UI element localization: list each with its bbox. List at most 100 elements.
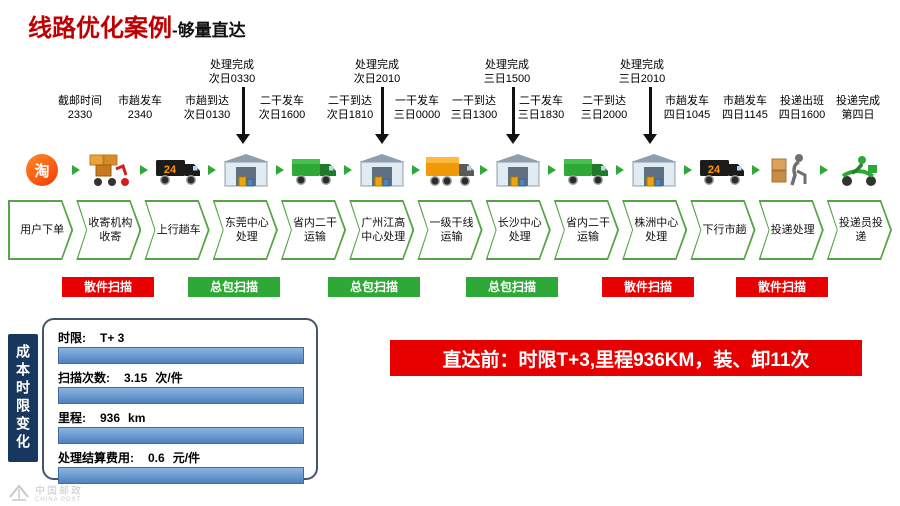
svg-text:24: 24 (164, 164, 177, 176)
svg-text:24: 24 (708, 164, 721, 176)
truck-24-black-icon: 24 (688, 146, 760, 194)
parcel-tricycle-icon (76, 146, 148, 194)
metric-value: 0.6 (148, 451, 165, 465)
step-label: 一级干线运输 (429, 217, 474, 243)
metric-bar (58, 467, 304, 484)
china-post-logo-icon (9, 483, 29, 501)
metric-name: 处理结算费用: (58, 451, 134, 465)
process-step: 下行市趟 (690, 200, 755, 260)
time-label-processing: 处理完成 三日2010 (618, 59, 666, 85)
truck-green-icon (552, 146, 624, 194)
metric-name: 时限: (58, 331, 86, 345)
hub-building-icon (348, 146, 420, 194)
step-label: 株洲中心处理 (634, 217, 679, 243)
step-label: 下行市趟 (702, 224, 747, 236)
time-label: 投递完成 第四日 (836, 95, 880, 121)
time-label: 市趟到达 次日0130 (183, 95, 231, 121)
metric-unit: km (128, 411, 146, 425)
metric-value: T+ 3 (100, 331, 125, 345)
metric-value: 936 (100, 411, 121, 425)
scan-badge: 散件扫描 (602, 277, 694, 297)
hub-building-icon (620, 146, 692, 194)
metric-value: 3.15 (124, 371, 148, 385)
time-label: 投递出班 四日1600 (778, 95, 826, 121)
summary-banner: 直达前：时限T+3,里程936KM，装、卸11次 (390, 340, 862, 376)
truck-24-black-icon: 24 (144, 146, 216, 194)
scan-badge: 散件扫描 (736, 277, 828, 297)
step-label: 投递处理 (770, 224, 815, 236)
time-label: 二干到达 次日1810 (326, 95, 374, 121)
page-title-main: 线路优化案例 (28, 15, 172, 42)
metrics-panel: 时限: T+ 3 扫描次数: 3.15 次/件 里程: 936 km 处理结算费用: 0.6… (42, 318, 318, 484)
process-step: 广州江高中心处理 (349, 200, 414, 260)
process-step: 投递员投递 (827, 200, 892, 260)
watermark: 中国邮政 CHINA POST (8, 482, 83, 503)
down-arrow-icon (643, 87, 657, 144)
process-step: 一级干线运输 (417, 200, 482, 260)
process-step: 省内二干运输 (281, 200, 346, 260)
time-label: 市趟发车 四日1145 (722, 95, 768, 121)
step-label: 上行趟车 (156, 224, 201, 236)
watermark-cn: 中国邮政 (35, 486, 83, 497)
metric-unit: 元/件 (172, 451, 201, 465)
metric-bar (58, 427, 304, 444)
metric-row: 扫描次数: 3.15 次/件 (58, 369, 304, 404)
step-label: 收寄机构收寄 (88, 217, 133, 243)
time-label: 市趟发车 四日1045 (663, 95, 711, 121)
process-step: 省内二干运输 (554, 200, 619, 260)
down-arrow-icon (506, 87, 520, 144)
metric-row: 处理结算费用: 0.6 元/件 (58, 449, 304, 484)
process-step: 用户下单 (8, 200, 73, 260)
time-label: 二干到达 三日2000 (580, 95, 628, 121)
process-steps: 用户下单 收寄机构收寄 上行趟车 东莞中心处理 省内二干运输 广州江高中心处理 … (8, 200, 892, 260)
trunkline-truck-icon (416, 146, 488, 194)
process-step: 长沙中心处理 (486, 200, 551, 260)
process-step: 收寄机构收寄 (76, 200, 141, 260)
metric-name: 里程: (58, 411, 86, 425)
time-label-processing: 处理完成 次日0330 (208, 59, 256, 85)
step-label: 用户下单 (20, 224, 65, 236)
time-label: 市趟发车 2340 (118, 95, 162, 121)
scan-badge: 总包扫描 (328, 277, 420, 297)
step-label: 省内二干运输 (293, 217, 338, 243)
taobao-icon: 淘 (8, 146, 80, 194)
down-arrow-icon (375, 87, 389, 144)
process-step: 上行趟车 (144, 200, 209, 260)
scan-badge: 总包扫描 (466, 277, 558, 297)
metric-bar (58, 387, 304, 404)
step-label: 投递员投递 (838, 217, 883, 243)
step-label: 广州江高中心处理 (361, 217, 406, 243)
down-arrow-icon (236, 87, 250, 144)
hub-building-icon (484, 146, 556, 194)
scan-badge: 总包扫描 (188, 277, 280, 297)
hub-building-icon (212, 146, 284, 194)
metric-unit: 次/件 (155, 371, 183, 385)
metric-row: 里程: 936 km (58, 409, 304, 444)
metric-name: 扫描次数: (58, 371, 110, 385)
time-label: 二干发车 次日1600 (258, 95, 306, 121)
metric-row: 时限: T+ 3 (58, 329, 304, 364)
watermark-en: CHINA POST (35, 497, 82, 503)
icon-row: 淘 24 (8, 146, 892, 194)
porter-parcels-icon (756, 146, 828, 194)
time-label: 截邮时间 2330 (58, 95, 102, 121)
time-label-processing: 处理完成 次日2010 (353, 59, 401, 85)
metric-bar (58, 347, 304, 364)
step-label: 长沙中心处理 (497, 217, 542, 243)
process-step: 株洲中心处理 (622, 200, 687, 260)
page-title: 线路优化案例-够量直达 (28, 8, 246, 43)
process-step: 投递处理 (759, 200, 824, 260)
truck-green-icon (280, 146, 352, 194)
delivery-rider-icon (824, 146, 892, 194)
scan-badge: 散件扫描 (62, 277, 154, 297)
page-title-suffix: -够量直达 (172, 21, 246, 40)
time-label: 一干发车 三日0000 (393, 95, 441, 121)
step-label: 东莞中心处理 (224, 217, 269, 243)
time-label: 二干发车 三日1830 (517, 95, 565, 121)
process-step: 东莞中心处理 (213, 200, 278, 260)
metrics-panel-tab: 成本时限变化 (8, 334, 38, 462)
taobao-glyph: 淘 (34, 162, 50, 180)
time-label: 一干到达 三日1300 (450, 95, 498, 121)
time-label-processing: 处理完成 三日1500 (483, 59, 531, 85)
